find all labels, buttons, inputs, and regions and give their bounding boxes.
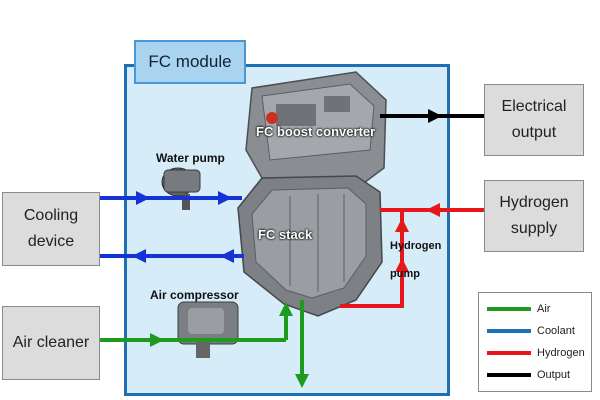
air-cleaner-label: Air cleaner bbox=[12, 334, 90, 351]
electrical-output-label-2: output bbox=[511, 124, 557, 141]
hydrogen-arrowhead-supply bbox=[426, 203, 440, 217]
hydrogen-supply-label-2: supply bbox=[510, 220, 558, 237]
hydrogen-arrowhead-up bbox=[395, 218, 409, 232]
legend-label-output: Output bbox=[537, 369, 571, 381]
coolant-arrowhead-out bbox=[132, 249, 146, 263]
legend-item-air: Air bbox=[487, 303, 550, 315]
legend-item-hydrogen: Hydrogen bbox=[487, 347, 585, 359]
air-arrowhead-down bbox=[295, 374, 309, 388]
legend-swatch-air bbox=[487, 307, 531, 311]
coolant-arrowhead-in-1 bbox=[136, 191, 150, 205]
hydrogen-pump-label: Hydrogen pump bbox=[390, 232, 441, 288]
hydrogen-recirculation-loop bbox=[340, 210, 404, 308]
legend-swatch-output bbox=[487, 373, 531, 377]
boost-converter-label: FC boost converter bbox=[256, 124, 376, 139]
air-cleaner-box: Air cleaner bbox=[2, 306, 100, 380]
legend-label-coolant: Coolant bbox=[537, 325, 575, 337]
coolant-arrowhead-out-2 bbox=[220, 249, 234, 263]
water-pump-label: Water pump bbox=[156, 151, 225, 165]
connector-cap bbox=[266, 112, 278, 124]
cooling-device-label-1: Cooling bbox=[23, 207, 79, 224]
hydrogen-pump-label-1: Hydrogen bbox=[390, 240, 442, 252]
air-compressor-label: Air compressor bbox=[150, 288, 239, 302]
electrical-output-label-1: Electrical bbox=[501, 98, 567, 115]
coolant-arrowhead-in-2 bbox=[218, 191, 232, 205]
legend-item-coolant: Coolant bbox=[487, 325, 575, 337]
cooling-device-box: Cooling device bbox=[2, 192, 100, 266]
hydrogen-arrowhead-up-2 bbox=[395, 258, 409, 272]
legend-swatch-coolant bbox=[487, 329, 531, 333]
air-compressor-unit bbox=[177, 301, 239, 358]
water-pump-unit bbox=[161, 167, 201, 210]
hydrogen-supply-label-1: Hydrogen bbox=[499, 194, 569, 211]
hydrogen-pump-label-2: pump bbox=[390, 268, 420, 280]
air-arrowhead-up bbox=[279, 302, 293, 316]
air-arrowhead-in bbox=[150, 333, 164, 347]
legend: Air Coolant Hydrogen Output bbox=[478, 292, 592, 392]
fc-stack-label: FC stack bbox=[258, 227, 313, 242]
cooling-device-label-2: device bbox=[27, 233, 75, 250]
legend-swatch-hydrogen bbox=[487, 351, 531, 355]
legend-item-output: Output bbox=[487, 369, 570, 381]
electrical-output-box: Electrical output bbox=[484, 84, 584, 156]
output-arrowhead bbox=[428, 109, 442, 123]
hydrogen-supply-box: Hydrogen supply bbox=[484, 180, 584, 252]
legend-label-air: Air bbox=[537, 303, 551, 315]
fc-module-title: FC module bbox=[134, 40, 246, 84]
legend-label-hydrogen: Hydrogen bbox=[537, 347, 585, 359]
